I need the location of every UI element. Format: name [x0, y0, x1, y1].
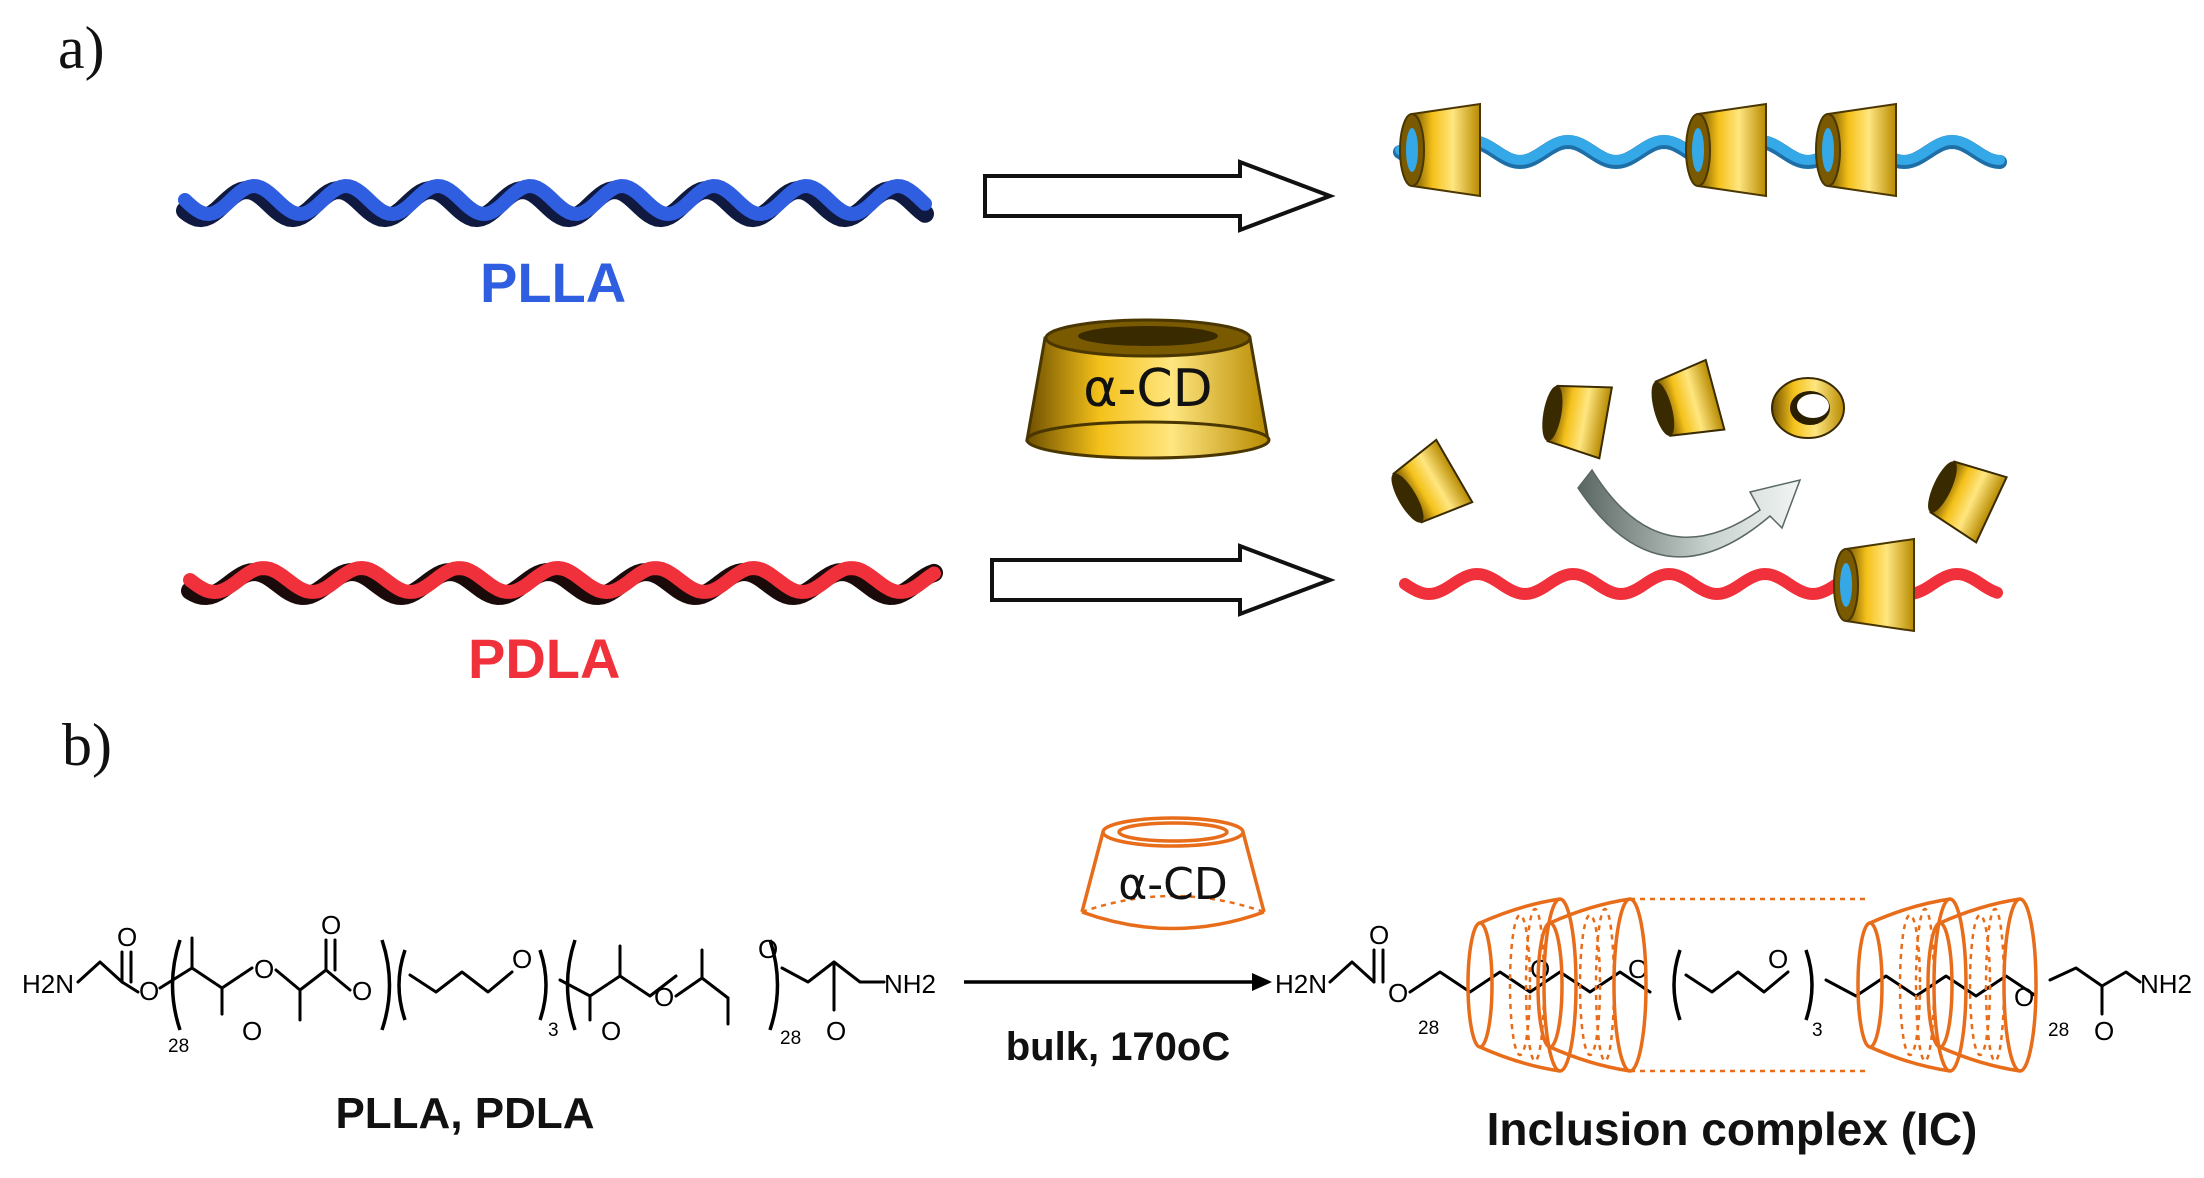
ester-o: O	[254, 954, 274, 984]
bond	[120, 980, 140, 994]
carbonyl-o: O	[117, 922, 137, 952]
reagent-label: α-CD	[1118, 859, 1227, 910]
ester-o: O	[139, 976, 159, 1006]
pdla-helix	[181, 560, 943, 606]
paren-open	[170, 939, 182, 1031]
subscript-3: 3	[548, 1020, 559, 1041]
threaded-cd-1	[1399, 103, 1481, 197]
paren-close	[1804, 949, 1814, 1021]
curved-arrow	[1577, 468, 1802, 558]
ic-cd-bridge	[1630, 897, 1870, 1073]
subscript-28: 28	[780, 1028, 801, 1049]
ester-o: O	[1388, 978, 1408, 1008]
amine-left: H2N	[22, 969, 74, 999]
free-cd-2	[1536, 375, 1613, 460]
bond	[1328, 960, 1376, 984]
ether-o: O	[512, 944, 532, 974]
subscript-3: 3	[1812, 1020, 1823, 1041]
carbonyl-o: O	[601, 1016, 621, 1046]
hollow-arrow-top	[983, 159, 1336, 233]
ester-o: O	[654, 982, 674, 1012]
panel-b-label: b)	[62, 712, 112, 778]
ether-o: O	[1768, 944, 1788, 974]
bond	[408, 970, 514, 994]
carbonyl-o: O	[1369, 920, 1389, 950]
threaded-cd-3	[1815, 103, 1897, 197]
carbonyl-o: O	[2094, 1016, 2114, 1046]
free-cd-scatter	[1380, 358, 2008, 544]
subscript-28: 28	[1418, 1018, 1439, 1039]
subscript-28: 28	[168, 1036, 189, 1057]
ester-o: O	[1628, 954, 1648, 984]
alpha-cd-outline-cone: α-CD	[1080, 816, 1266, 931]
bond	[1684, 970, 1790, 994]
hollow-arrow-bottom	[990, 543, 1336, 617]
bond	[674, 976, 730, 1000]
bond	[76, 960, 124, 984]
pdla-label: PDLA	[468, 627, 620, 690]
plla-helix	[176, 178, 934, 228]
threaded-cd-pdla	[1833, 538, 1915, 632]
free-cd-3	[1643, 358, 1726, 447]
amine-left: H2N	[1275, 969, 1327, 999]
paren-close	[538, 949, 548, 1021]
bond	[1408, 970, 1652, 994]
amine-right: NH2	[2140, 969, 2192, 999]
free-cd-ring	[1771, 377, 1845, 439]
bond	[274, 968, 352, 992]
carbonyl-o: O	[242, 1016, 262, 1046]
bond	[158, 966, 254, 990]
paren-close	[380, 939, 392, 1031]
paren-close	[768, 939, 780, 1031]
threaded-cd-2	[1685, 103, 1767, 197]
paren-open	[1672, 949, 1682, 1021]
amine-right: NH2	[884, 969, 936, 999]
free-cd-1	[1380, 438, 1474, 535]
reaction-condition: bulk, 170oC	[1006, 1025, 1231, 1069]
plla-cd-inclusion-chain	[1393, 103, 2007, 197]
alpha-cd-label: α-CD	[1083, 359, 1212, 419]
free-cd-4	[1918, 449, 2008, 544]
carbonyl-o: O	[826, 1016, 846, 1046]
reactant-label: PLLA, PDLA	[335, 1089, 594, 1138]
pdla-chain-product	[1399, 538, 2003, 632]
panel-a-label: a)	[58, 15, 105, 81]
ic-cd-outline-2	[1536, 897, 1648, 1073]
ester-o: O	[352, 976, 372, 1006]
alpha-cd-cone: α-CD	[1025, 318, 1271, 460]
reaction-arrowhead	[1252, 973, 1272, 991]
plla-label: PLLA	[480, 251, 626, 314]
paren-open	[397, 949, 407, 1021]
bond	[1824, 974, 2038, 998]
product-label: Inclusion complex (IC)	[1487, 1103, 1978, 1155]
carbonyl-o: O	[321, 910, 341, 940]
reactant-structure: H2N O O O O O O 28 O 3 O O O	[22, 910, 936, 1057]
subscript-28: 28	[2048, 1020, 2069, 1041]
ester-o: O	[2014, 982, 2034, 1012]
product-structure: H2N O O O O 28 O 3 O 28 O NH2	[1275, 897, 2192, 1073]
bond	[2048, 966, 2142, 988]
